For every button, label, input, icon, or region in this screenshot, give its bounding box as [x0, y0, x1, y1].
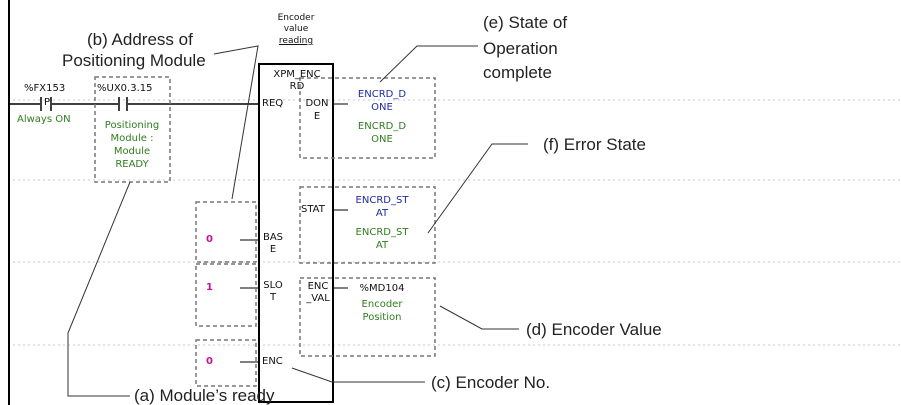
callout-f: (f) Error State: [543, 135, 646, 154]
fb-name-line2: RD: [289, 81, 305, 92]
pin-base-line1: BAS: [262, 232, 284, 243]
contact2-comment-line4: READY: [115, 159, 149, 170]
callout-leaders: [67, 45, 528, 397]
pin-slot-line1: SLO: [263, 280, 283, 291]
contact-comment-box: [94, 76, 171, 183]
contact-ux0315: [118, 97, 128, 111]
pin-enc: ENC: [262, 356, 283, 367]
callout-a: (a) Module’s ready: [134, 386, 275, 405]
callout-e-line1: (e) State of: [483, 13, 568, 32]
encval-cmt-line1: Encoder: [361, 299, 403, 310]
grid-lines: [8, 99, 901, 346]
stat-cmt-line1: ENCRD_ST: [355, 227, 409, 238]
fb-comment-line3: reading: [278, 36, 314, 46]
pin-slot-line2: T: [269, 292, 277, 303]
done-var-line1: ENCRD_D: [357, 89, 407, 100]
done-cmt-line1: ENCRD_D: [357, 121, 407, 132]
fb-name-line1: XPM_ENC: [273, 69, 321, 80]
callout-b-line2: Positioning Module: [62, 51, 206, 70]
stat-cmt-line2: AT: [375, 240, 389, 251]
contact1-address: %FX153: [24, 83, 66, 94]
pin-encval-line1: ENC: [307, 281, 329, 292]
callout-c: (c) Encoder No.: [431, 373, 551, 392]
pin-base-line2: E: [269, 244, 277, 255]
enc-input-box: [195, 339, 257, 387]
slot-input-value: 1: [206, 282, 213, 293]
encval-cmt-line2: Position: [362, 312, 402, 323]
pin-encval-line2: _VAL: [306, 293, 330, 304]
done-var-line2: ONE: [371, 102, 393, 113]
contact2-comment-line1: Positioning: [104, 120, 160, 131]
contact2-address: %UX0.3.15: [97, 83, 153, 94]
output-pin-stubs: [333, 103, 348, 289]
done-output-box: [299, 77, 436, 159]
callout-d: (d) Encoder Value: [526, 320, 662, 339]
slot-input-box: [195, 263, 257, 327]
callout-e-line3: complete: [483, 63, 552, 82]
contact2-comment-line2: Module :: [110, 133, 154, 144]
pin-done-line2: E: [313, 111, 321, 122]
contact1-comment: Always ON: [17, 114, 71, 125]
pin-done-line1: DON: [305, 98, 329, 109]
callout-e-line2: Operation: [483, 39, 558, 58]
contact2-comment-line3: Module: [113, 146, 151, 157]
stat-var-line1: ENCRD_ST: [355, 195, 409, 206]
contact1-symbol: P: [43, 97, 51, 108]
pin-stat: STAT: [301, 204, 325, 215]
base-input-value: 0: [206, 234, 213, 245]
stat-var-line2: AT: [375, 208, 389, 219]
encval-output-box: [299, 277, 436, 357]
fb-comment-line1: Encoder: [277, 13, 315, 23]
contact-fx153: [40, 97, 52, 111]
enc-input-value: 0: [206, 356, 213, 367]
pin-req: REQ: [262, 98, 284, 109]
done-cmt-line2: ONE: [371, 134, 393, 145]
base-input-box: [195, 201, 257, 263]
encval-var: %MD104: [359, 283, 405, 294]
callout-b-line1: (b) Address of: [87, 30, 193, 49]
fb-comment-line2: value: [283, 24, 309, 34]
